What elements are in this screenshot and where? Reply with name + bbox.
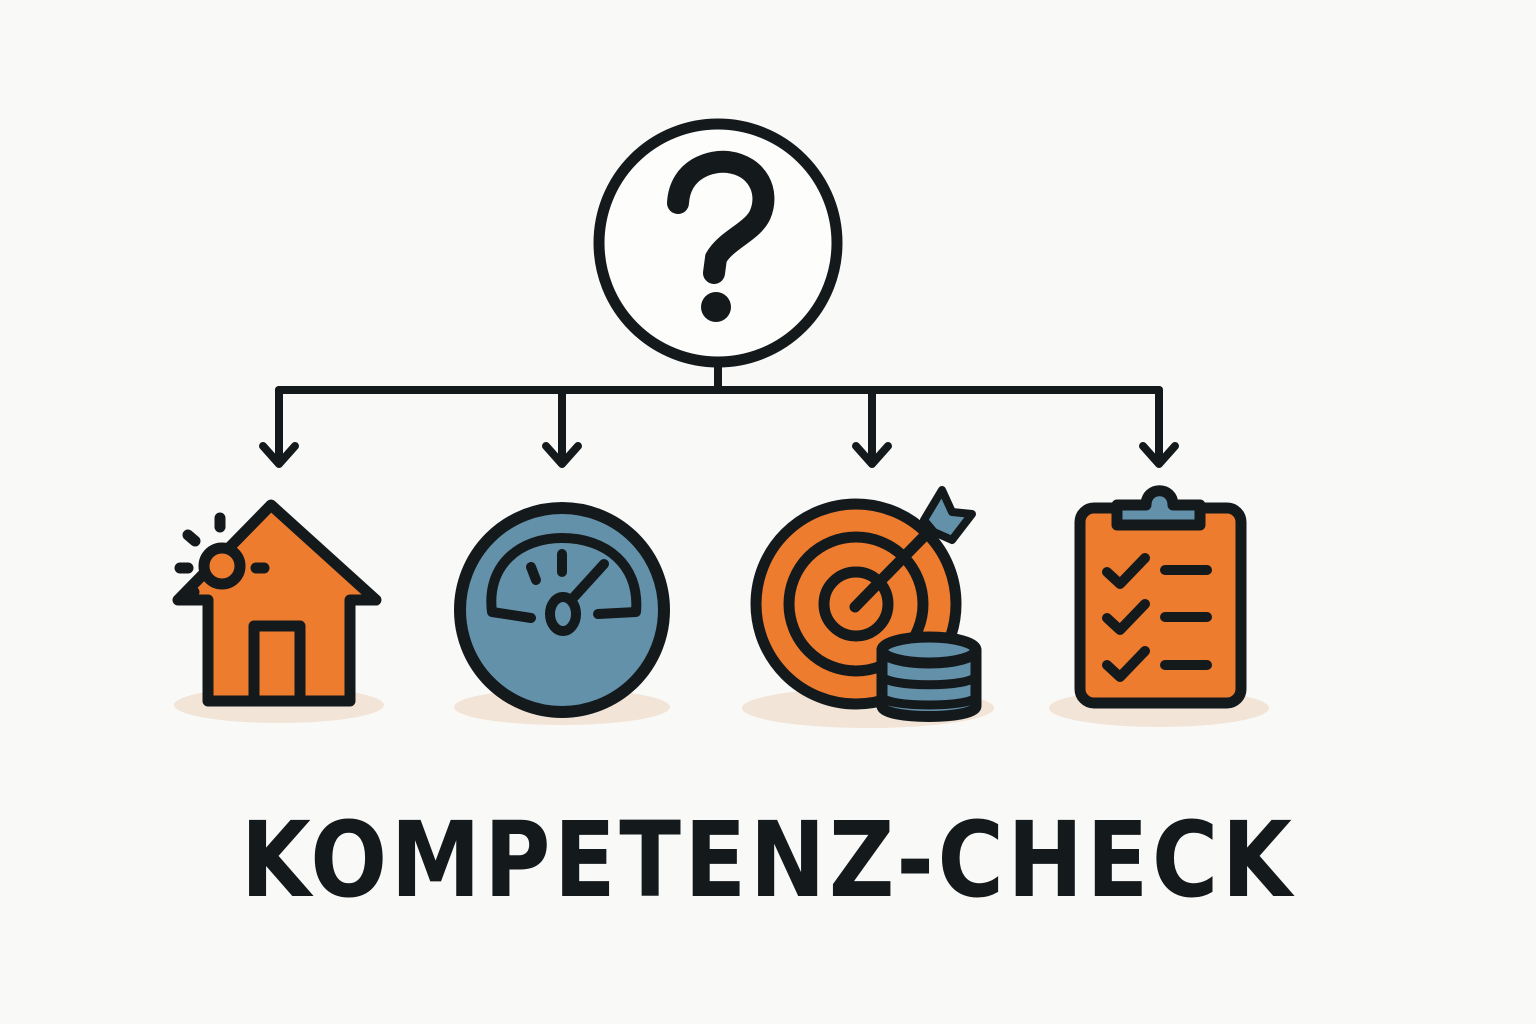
coin-stack-icon [876,631,982,722]
diagram-title: KOMPETENZ-CHECK [240,799,1296,921]
house-with-sun-icon [172,499,382,707]
checklist-items [1102,553,1212,682]
question-mark-icon [667,150,775,322]
branch-connectors [259,358,1179,468]
root-question-node [593,118,843,368]
clipboard-checklist-icon [1074,485,1247,709]
target-with-arrow-and-coins-icon [750,486,982,722]
speedometer-gauge-icon [454,502,670,718]
